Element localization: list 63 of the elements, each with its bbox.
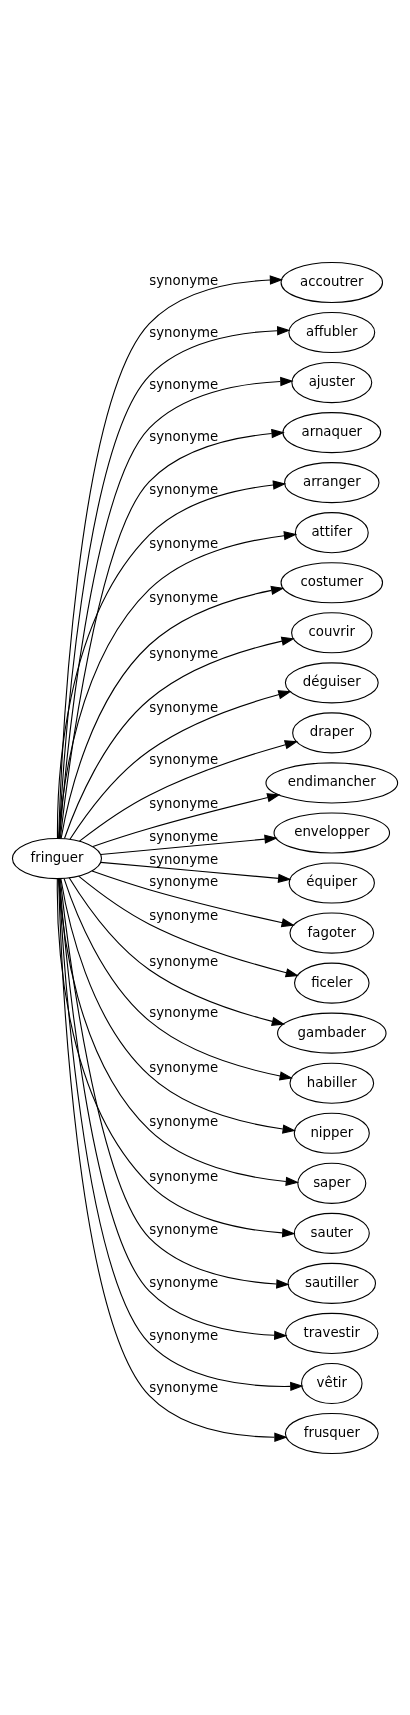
arrow (78, 739, 299, 842)
arrow (100, 861, 292, 883)
edge-label: synonyme (149, 751, 219, 767)
arrow (68, 876, 286, 1026)
arrow (91, 869, 295, 927)
node-ellipse: fringuer (11, 837, 103, 879)
edge-label: synonyme (149, 1113, 219, 1129)
node-ellipse: frusquer (284, 1412, 379, 1454)
edge-label: synonyme (149, 376, 219, 392)
arrow (92, 792, 281, 847)
node-ellipse: attifer (294, 511, 369, 553)
edge-label: synonyme (149, 953, 219, 969)
node-ellipse: sauter (293, 1212, 370, 1254)
node-ellipse: vêtir (301, 1362, 363, 1404)
node-ellipse: fagoter (289, 912, 375, 954)
arrow (63, 636, 295, 839)
edge-label: synonyme (149, 795, 219, 811)
arrow (56, 877, 296, 1238)
node-ellipse: sautiller (287, 1262, 377, 1304)
edge-label: synonyme (149, 535, 219, 551)
edge-label: synonyme (149, 907, 219, 923)
edge-label: synonyme (149, 589, 219, 605)
node-ellipse: envelopper (273, 811, 391, 854)
arrow (60, 585, 285, 839)
arrow (100, 834, 278, 855)
node-ellipse: arnaquer (282, 411, 382, 453)
node-ellipse: ajuster (291, 361, 373, 403)
node-ellipse: nipper (293, 1112, 370, 1154)
edge-label: synonyme (149, 873, 219, 889)
edge-label: synonyme (149, 272, 219, 288)
edge-label: synonyme (149, 1379, 219, 1395)
node-ellipse: couvrir (291, 611, 373, 653)
edge-label: synonyme (149, 1327, 219, 1343)
edge-label: synonyme (149, 699, 219, 715)
node-ellipse: costumer (280, 561, 384, 603)
edge-label: synonyme (149, 1221, 219, 1237)
node-ellipse: saper (297, 1162, 367, 1204)
edge-label: synonyme (149, 1004, 219, 1020)
edge-label: synonyme (149, 1274, 219, 1290)
node-ellipse: ficeler (294, 962, 370, 1004)
arrow (63, 877, 293, 1080)
arrow (60, 877, 296, 1134)
node-ellipse: équiper (288, 861, 375, 904)
edge-label: synonyme (149, 481, 219, 497)
edge-label: synonyme (149, 324, 219, 340)
edge-label: synonyme (149, 645, 219, 661)
arrow (58, 877, 300, 1186)
arrow (58, 530, 298, 839)
edge-label: synonyme (149, 1059, 219, 1075)
node-ellipse: arranger (284, 461, 380, 503)
node-ellipse: affubler (288, 311, 376, 353)
edge-label: synonyme (149, 851, 219, 867)
node-ellipse: accoutrer (280, 261, 384, 303)
node-ellipse: déguiser (284, 661, 379, 703)
arrow (69, 689, 292, 840)
node-ellipse: habiller (289, 1062, 375, 1104)
node-ellipse: draper (292, 711, 372, 753)
edge-label: synonyme (149, 1168, 219, 1184)
arrow (78, 875, 299, 977)
node-ellipse: gambader (277, 1012, 387, 1054)
edge-label: synonyme (149, 828, 219, 844)
node-ellipse: travestir (285, 1312, 379, 1354)
edge-label: synonyme (149, 428, 219, 444)
